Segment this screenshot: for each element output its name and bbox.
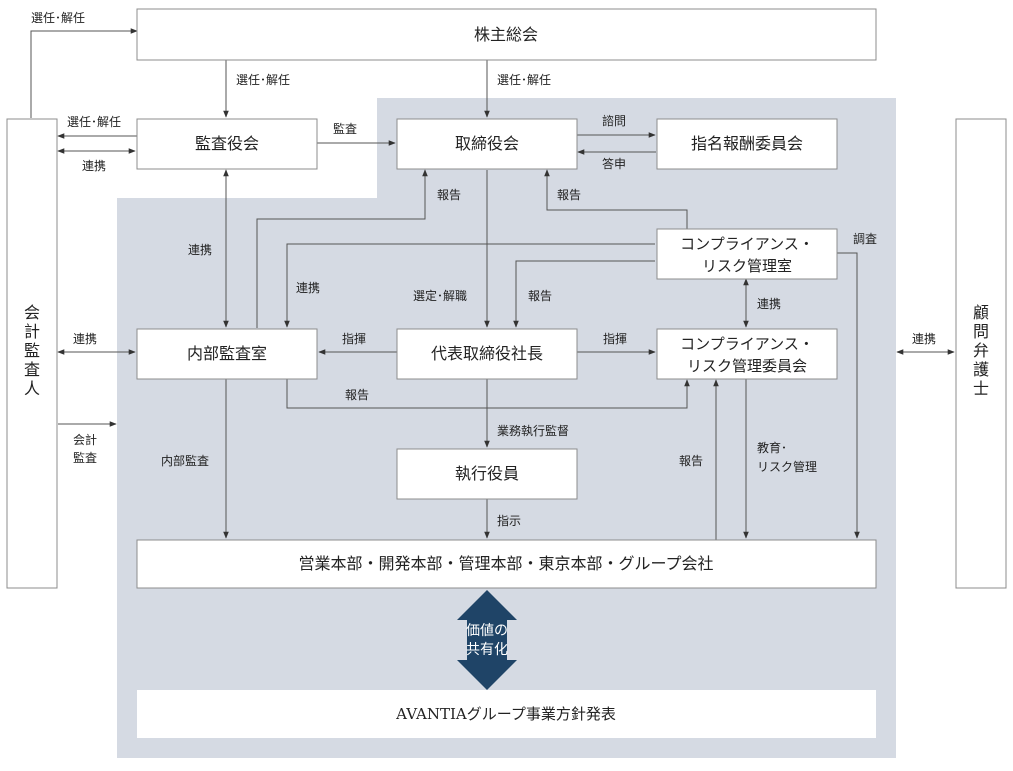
label-coop-auditor-internal: 連携 xyxy=(73,331,97,346)
policy-label: AVANTIAグループ事業方針発表 xyxy=(395,705,616,723)
compliance-committee-box: コンプライアンス・ リスク管理委員会 xyxy=(656,328,838,380)
label-elect-auditor: 選任･解任 xyxy=(67,115,121,129)
lawyer-char-2: 問 xyxy=(973,322,989,341)
label-education-1: 教育･ xyxy=(757,440,787,455)
compliance-committee-label-2: リスク管理委員会 xyxy=(687,357,807,375)
auditor-char-4: 査 xyxy=(24,360,40,379)
line-auditor-shareholders xyxy=(30,28,138,118)
label-coop-audit-internal: 連携 xyxy=(188,242,212,257)
label-select-dismiss: 選定･解職 xyxy=(413,288,467,303)
board-box: 取締役会 xyxy=(396,118,578,170)
officers-label: 執行役員 xyxy=(455,464,519,483)
label-coop-auditor-audit: 連携 xyxy=(82,158,106,173)
divisions-box: 営業本部・開発本部・管理本部・東京本部・グループ会社 xyxy=(136,539,877,589)
compliance-office-label-1: コンプライアンス・ xyxy=(680,235,814,253)
audit-board-box: 監査役会 xyxy=(136,118,318,170)
label-internal-audit: 内部監査 xyxy=(161,453,209,468)
audit-board-label: 監査役会 xyxy=(195,134,259,153)
lawyer-box: 顧 問 弁 護 士 xyxy=(955,118,1007,589)
label-accounting-audit-2: 監査 xyxy=(73,450,97,465)
shareholders-label: 株主総会 xyxy=(474,25,538,44)
label-report-internal-board: 報告 xyxy=(437,188,461,202)
auditor-char-5: 人 xyxy=(24,379,40,398)
internal-audit-box: 内部監査室 xyxy=(136,328,318,380)
line-compliance-office-board xyxy=(544,169,688,229)
label-answer: 答申 xyxy=(602,156,626,171)
label-coop-office-committee: 連携 xyxy=(757,296,781,311)
label-command-committee: 指揮 xyxy=(603,331,627,346)
label-report-internal-committee: 報告 xyxy=(345,388,369,402)
compliance-office-box: コンプライアンス・ リスク管理室 xyxy=(656,228,838,280)
lawyer-char-1: 顧 xyxy=(973,303,989,322)
internal-audit-label: 内部監査室 xyxy=(187,344,267,363)
nomination-box: 指名報酬委員会 xyxy=(656,118,838,170)
label-education-2: リスク管理 xyxy=(757,459,817,474)
line-compliance-office-divisions xyxy=(837,252,860,539)
edge-labels: 選任･解任 選任･解任 選任･解任 選任･解任 監査 諮問 答申 連携 報告 報… xyxy=(31,11,936,528)
auditor-char-1: 会 xyxy=(24,303,40,322)
lawyer-char-4: 護 xyxy=(973,360,989,379)
label-report-office-president: 報告 xyxy=(528,289,552,303)
label-business-supervision: 業務執行監督 xyxy=(497,423,569,438)
auditor-char-3: 監 xyxy=(24,341,40,360)
value-sharing-label-2: 共有化 xyxy=(466,642,508,658)
label-coop-lawyer: 連携 xyxy=(912,331,936,346)
shareholders-box: 株主総会 xyxy=(136,8,877,61)
line-internal-audit-board xyxy=(256,169,428,328)
auditor-box: 会 計 監 査 人 xyxy=(6,118,58,589)
value-sharing-arrow: 価値の 共有化 xyxy=(457,590,517,690)
compliance-committee-label-1: コンプライアンス・ xyxy=(680,335,814,353)
label-accounting-audit-1: 会計 xyxy=(73,432,97,447)
label-audit: 監査 xyxy=(333,121,357,136)
lawyer-char-5: 士 xyxy=(973,379,989,398)
auditor-char-2: 計 xyxy=(24,322,40,341)
label-report-divisions: 報告 xyxy=(679,454,703,468)
label-report-office-board: 報告 xyxy=(557,188,581,202)
policy-box: AVANTIAグループ事業方針発表 xyxy=(137,690,876,738)
label-elect-audit: 選任･解任 xyxy=(236,73,290,87)
value-sharing-shape xyxy=(457,590,517,690)
compliance-office-label-2: リスク管理室 xyxy=(702,257,792,275)
board-label: 取締役会 xyxy=(455,134,519,153)
label-elect-top: 選任･解任 xyxy=(31,11,85,25)
president-box: 代表取締役社長 xyxy=(396,328,578,380)
label-command-internal: 指揮 xyxy=(342,331,366,346)
value-sharing-label-1: 価値の xyxy=(466,623,508,639)
connectors xyxy=(30,28,955,540)
label-instruct: 指示 xyxy=(497,513,521,528)
officers-box: 執行役員 xyxy=(396,448,578,500)
lawyer-char-3: 弁 xyxy=(973,341,989,360)
line-compliance-office-president xyxy=(513,260,655,328)
nomination-label: 指名報酬委員会 xyxy=(691,134,803,153)
divisions-label: 営業本部・開発本部・管理本部・東京本部・グループ会社 xyxy=(298,554,713,573)
line-compliance-office-internal-audit xyxy=(284,243,655,328)
label-investigate: 調査 xyxy=(853,232,877,246)
label-coop-office-internal: 連携 xyxy=(296,280,320,295)
president-label: 代表取締役社長 xyxy=(431,344,543,363)
label-consult: 諮問 xyxy=(602,114,626,128)
label-elect-board: 選任･解任 xyxy=(497,73,551,87)
